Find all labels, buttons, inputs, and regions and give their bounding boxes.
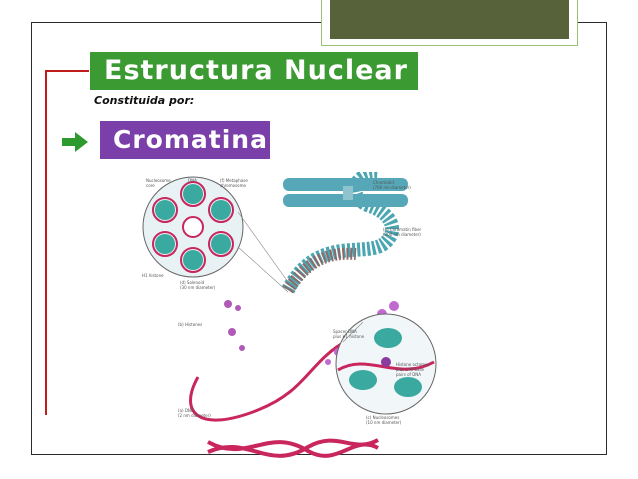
slide-subtitle: Constituida por: xyxy=(94,94,195,107)
label-histone-octamer: Histone octamer xyxy=(396,362,430,367)
label-dna: DNA xyxy=(188,178,197,183)
label-a-dna: (a) DNA xyxy=(178,408,194,413)
label-h1-histone: H1 histone xyxy=(142,273,164,278)
label-pairs-dna: pairs of DNA xyxy=(396,372,422,377)
accent-line-vertical xyxy=(45,70,47,415)
chromatin-diagram: Nucleosome core DNA (f) Metaphase chromo… xyxy=(138,167,478,458)
slide-title: Estructura Nuclear xyxy=(90,52,418,90)
label-metaphase: (f) Metaphase xyxy=(220,178,248,183)
label-chromatid-diameter: (700 nm diameter) xyxy=(373,185,411,190)
label-nucleosome: Nucleosome xyxy=(146,178,171,183)
label-spacer-h1: plus H1 histone xyxy=(333,334,365,339)
dna-helix xyxy=(207,438,379,458)
solenoid-view xyxy=(142,176,244,278)
accent-line-horizontal xyxy=(45,70,89,72)
metaphase-chromosome xyxy=(283,178,408,207)
chromatin-fiber xyxy=(281,167,399,294)
label-chromatin-fiber: (e) Chromatin fiber xyxy=(383,227,422,232)
chromatin-illustration xyxy=(142,167,437,458)
decorative-header-panel xyxy=(321,0,578,46)
right-arrow-icon xyxy=(62,132,88,152)
label-nucleosome-diameter: (10 nm diameter) xyxy=(366,420,402,425)
label-solenoid: (d) Solenoid xyxy=(180,280,205,285)
label-dna-diameter: (2 nm diameter) xyxy=(178,413,211,418)
nucleosomes-view xyxy=(335,313,437,415)
label-nucleosomes: (c) Nucleosomes xyxy=(366,415,400,420)
label-chromosome: chromosome xyxy=(220,183,246,188)
dna-strand xyxy=(189,338,349,422)
decorative-header-fill xyxy=(330,0,569,39)
label-spacer-dna: Spacer DNA xyxy=(333,329,357,334)
label-fiber-diameter: (300 nm diameter) xyxy=(383,232,421,237)
section-title: Cromatina xyxy=(100,121,270,159)
label-histones: (b) Histones xyxy=(178,322,203,327)
label-solenoid-diameter: (30 nm diameter) xyxy=(180,285,216,290)
histones xyxy=(224,300,245,351)
label-chromatid: Chromatid xyxy=(373,180,394,185)
label-core: core xyxy=(146,183,155,188)
label-base-pairs: plus 146 base xyxy=(396,367,424,372)
